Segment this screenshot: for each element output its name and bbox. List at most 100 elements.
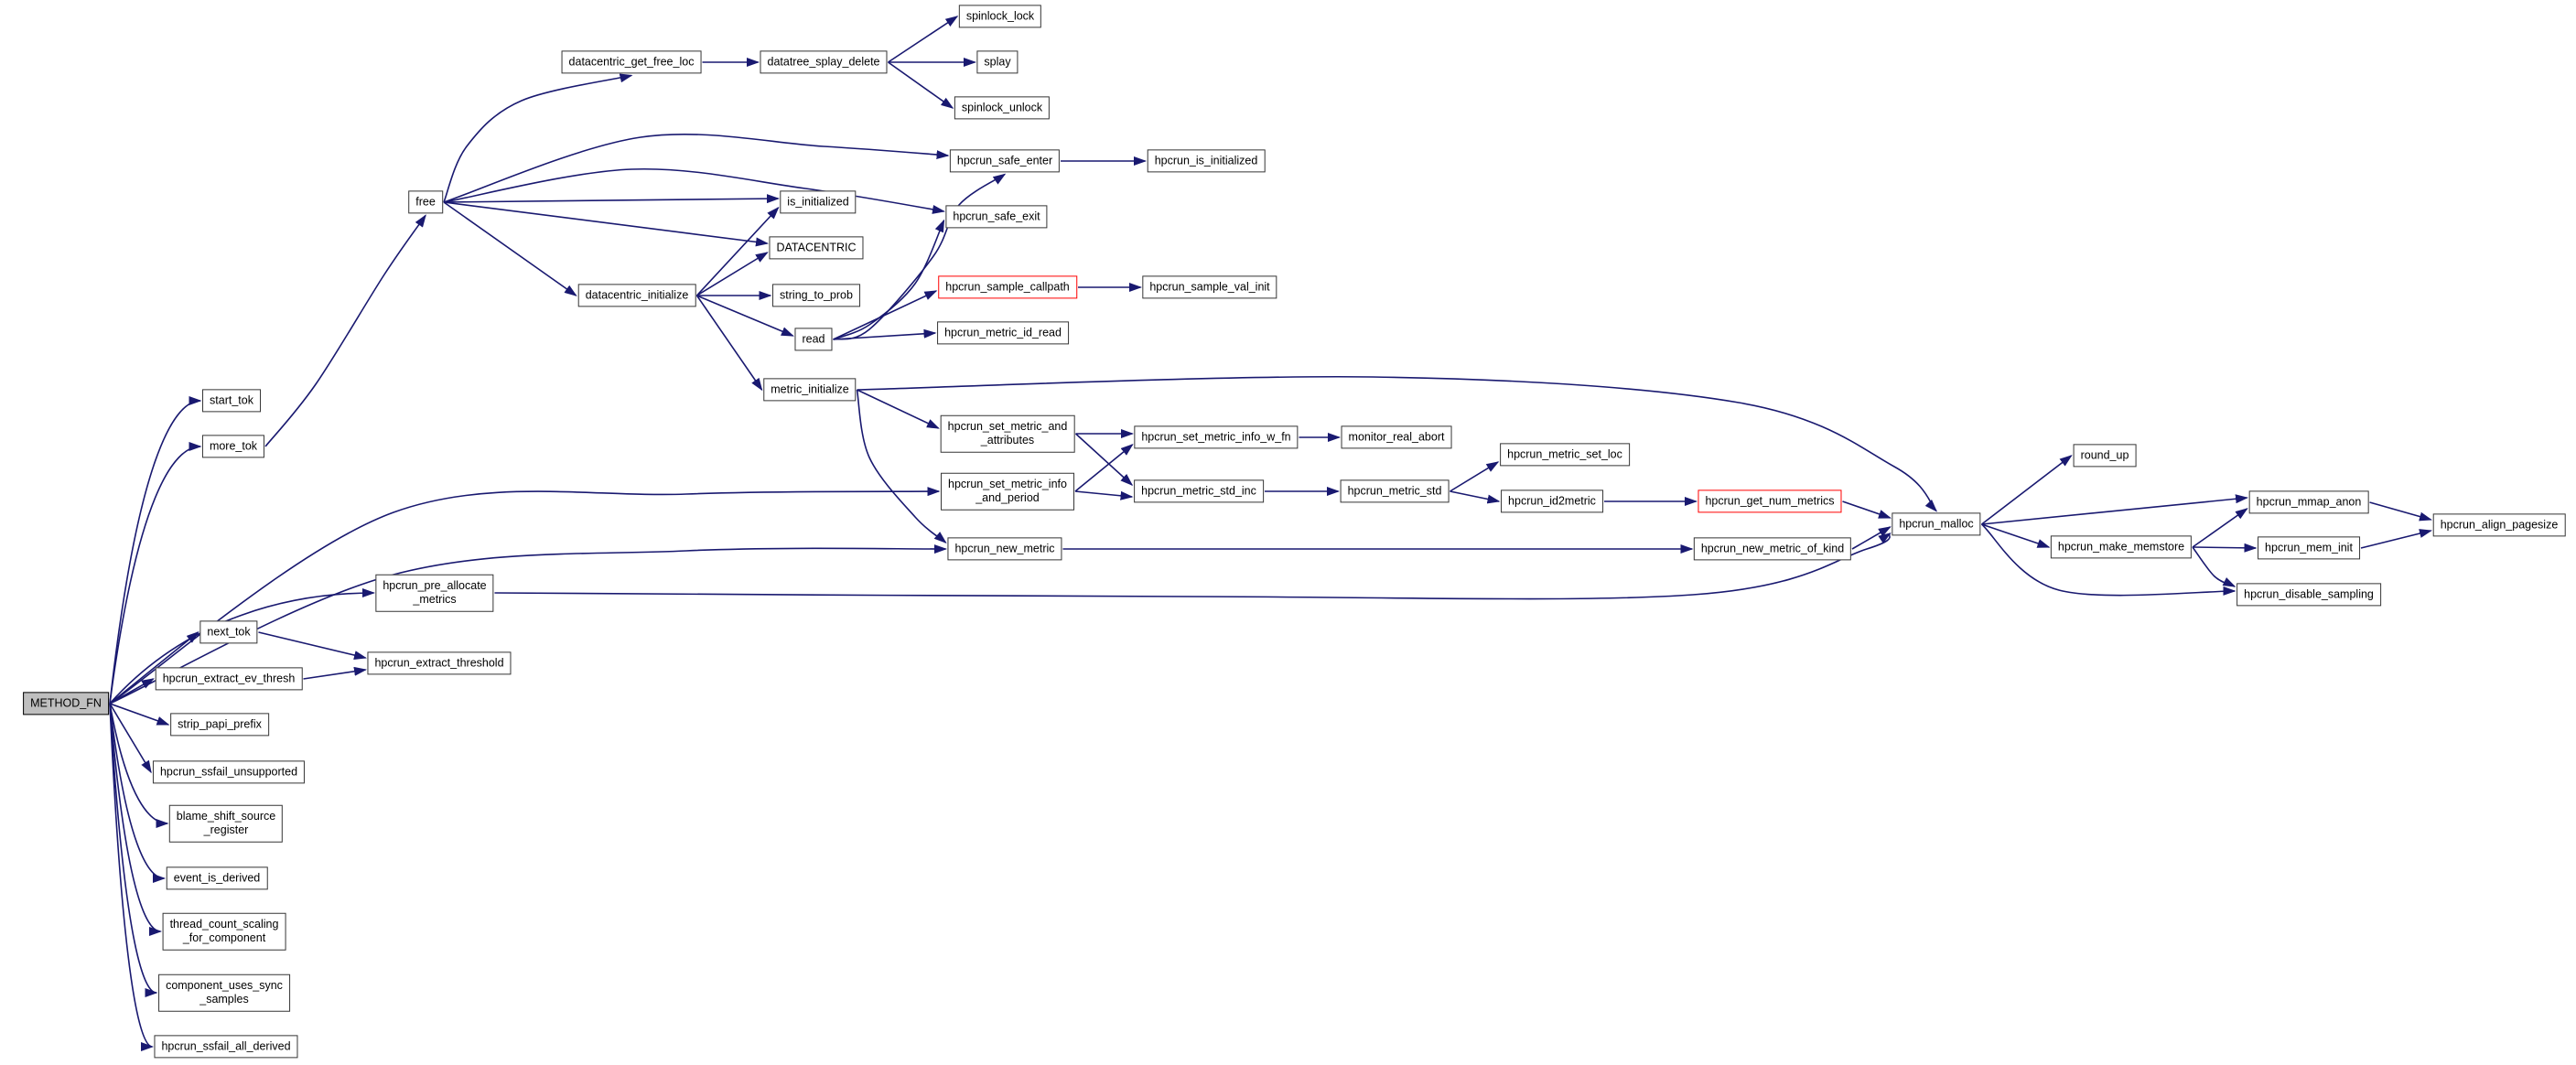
call-edge-datacentric_initialize-to-is_initialized	[695, 206, 780, 296]
function-node-next_tok[interactable]: next_tok	[199, 620, 258, 644]
call-edge-make_memstore-to-mmap_anon	[2192, 508, 2248, 548]
function-node-blame_shift_source_register[interactable]: blame_shift_source _register	[168, 804, 284, 843]
function-node-spinlock_lock[interactable]: spinlock_lock	[958, 5, 1042, 28]
function-node-hpcrun_is_initialized[interactable]: hpcrun_is_initialized	[1147, 149, 1266, 173]
call-edge-method_fn-to-set_metric_info_and_period	[109, 487, 941, 705]
function-node-id2metric[interactable]: hpcrun_id2metric	[1501, 489, 1603, 513]
function-node-thread_count_scaling[interactable]: thread_count_scaling _for_component	[162, 912, 286, 951]
function-node-pre_allocate_metrics[interactable]: hpcrun_pre_allocate _metrics	[375, 574, 494, 612]
call-edge-method_fn-to-next_tok	[109, 631, 199, 705]
function-node-set_metric_and_attributes[interactable]: hpcrun_set_metric_and _attributes	[940, 414, 1075, 453]
call-edge-metric_initialize-to-new_metric	[856, 389, 947, 543]
call-edge-datatree_splay_delete-to-spinlock_unlock	[888, 61, 954, 109]
call-edge-get_num_metrics-to-malloc	[1842, 500, 1892, 519]
call-edge-method_fn-to-thread_count_scaling	[109, 703, 162, 936]
call-edge-method_fn-to-start_tok	[109, 396, 202, 705]
call-edge-method_fn-to-strip_papi_prefix	[109, 703, 170, 726]
call-edge-malloc-to-make_memstore	[1981, 523, 2051, 548]
call-edge-method_fn-to-blame_shift_source_register	[109, 703, 169, 828]
function-node-is_initialized[interactable]: is_initialized	[780, 190, 857, 214]
call-edge-method_fn-to-pre_allocate_metrics	[109, 588, 375, 705]
function-node-read[interactable]: read	[794, 328, 833, 351]
call-edge-method_fn-to-more_tok	[109, 442, 202, 705]
function-node-mem_init[interactable]: hpcrun_mem_init	[2258, 536, 2360, 560]
function-node-ssfail_all_derived[interactable]: hpcrun_ssfail_all_derived	[154, 1035, 298, 1059]
call-edge-set_metric_and_attributes-to-metric_std_inc	[1074, 433, 1134, 487]
call-edge-new_metric_of_kind-to-malloc	[1851, 526, 1892, 550]
call-edge-next_tok-to-extract_threshold	[258, 631, 367, 660]
function-node-safe_exit[interactable]: hpcrun_safe_exit	[945, 205, 1048, 229]
function-node-disable_sampling[interactable]: hpcrun_disable_sampling	[2236, 583, 2381, 607]
call-edge-make_memstore-to-mem_init	[2192, 543, 2258, 553]
call-edge-extract_ev_thresh-to-extract_threshold	[303, 666, 367, 680]
call-edge-free-to-safe_exit	[443, 167, 945, 214]
call-edge-free-to-datacentric_get_free_loc	[443, 73, 633, 203]
function-node-more_tok[interactable]: more_tok	[201, 435, 265, 458]
call-edge-datatree_splay_delete-to-spinlock_lock	[888, 16, 959, 63]
call-edge-free-to-datacentric_macro	[443, 201, 769, 247]
function-node-start_tok[interactable]: start_tok	[202, 389, 261, 413]
function-node-sample_callpath[interactable]: hpcrun_sample_callpath	[938, 275, 1077, 299]
call-edge-metric_std-to-metric_set_loc	[1450, 461, 1500, 492]
call-edge-metric_std-to-id2metric	[1450, 490, 1501, 504]
call-edge-malloc-to-disable_sampling	[1980, 523, 2236, 597]
call-edge-malloc-to-round_up	[1981, 455, 2073, 525]
call-edge-mem_init-to-align_pagesize	[2360, 529, 2432, 549]
call-edge-datacentric_initialize-to-metric_initialize	[695, 295, 763, 392]
function-node-set_metric_info_w_fn[interactable]: hpcrun_set_metric_info_w_fn	[1134, 425, 1299, 449]
call-edge-free-to-safe_enter	[443, 134, 950, 203]
function-node-datacentric_initialize[interactable]: datacentric_initialize	[577, 284, 696, 307]
function-node-sample_val_init[interactable]: hpcrun_sample_val_init	[1142, 275, 1277, 299]
call-edge-more_tok-to-free	[264, 214, 426, 447]
call-edge-metric_initialize-to-set_metric_and_attributes	[857, 389, 940, 429]
function-node-malloc[interactable]: hpcrun_malloc	[1892, 512, 1981, 536]
function-node-datacentric_get_free_loc[interactable]: datacentric_get_free_loc	[561, 50, 702, 74]
function-node-splay[interactable]: splay	[976, 50, 1019, 74]
call-edge-method_fn-to-ssfail_all_derived	[109, 703, 154, 1051]
function-node-string_to_prob[interactable]: string_to_prob	[772, 284, 860, 307]
function-node-metric_initialize[interactable]: metric_initialize	[763, 378, 857, 402]
function-node-datatree_splay_delete[interactable]: datatree_splay_delete	[760, 50, 888, 74]
function-node-metric_std_inc[interactable]: hpcrun_metric_std_inc	[1134, 479, 1264, 503]
call-edge-pre_allocate_metrics-to-malloc	[494, 532, 1892, 600]
call-edge-free-to-datacentric_initialize	[443, 201, 577, 296]
function-node-make_memstore[interactable]: hpcrun_make_memstore	[2050, 535, 2193, 559]
call-edge-set_metric_info_and_period-to-set_metric_info_w_fn	[1074, 444, 1134, 492]
function-node-datacentric_macro[interactable]: DATACENTRIC	[769, 236, 864, 260]
call-edge-free-to-is_initialized	[443, 194, 780, 204]
function-node-metric_std[interactable]: hpcrun_metric_std	[1340, 479, 1450, 503]
call-edge-read-to-sample_callpath	[833, 290, 938, 340]
function-node-event_is_derived[interactable]: event_is_derived	[166, 866, 268, 890]
call-edge-make_memstore-to-disable_sampling	[2192, 546, 2236, 587]
call-edge-method_fn-to-event_is_derived	[109, 703, 166, 883]
function-node-strip_papi_prefix[interactable]: strip_papi_prefix	[170, 713, 269, 737]
function-node-spinlock_unlock[interactable]: spinlock_unlock	[954, 96, 1051, 120]
function-node-extract_ev_thresh[interactable]: hpcrun_extract_ev_thresh	[155, 667, 303, 691]
function-node-ssfail_unsupported[interactable]: hpcrun_ssfail_unsupported	[152, 760, 306, 784]
function-node-mmap_anon[interactable]: hpcrun_mmap_anon	[2248, 490, 2369, 514]
function-node-round_up[interactable]: round_up	[2073, 444, 2137, 468]
call-edge-metric_initialize-to-malloc	[857, 375, 1938, 512]
function-node-safe_enter[interactable]: hpcrun_safe_enter	[949, 149, 1061, 173]
call-edge-read-to-safe_exit	[833, 219, 945, 340]
call-edge-set_metric_info_and_period-to-metric_std_inc	[1074, 490, 1134, 500]
function-node-metric_id_read[interactable]: hpcrun_metric_id_read	[937, 321, 1069, 345]
function-node-new_metric_of_kind[interactable]: hpcrun_new_metric_of_kind	[1693, 537, 1852, 561]
function-node-extract_threshold[interactable]: hpcrun_extract_threshold	[367, 651, 512, 675]
call-edge-malloc-to-mmap_anon	[1981, 494, 2248, 525]
call-edge-read-to-metric_id_read	[833, 328, 937, 340]
call-edge-read-to-safe_enter	[833, 173, 1007, 340]
call-edge-method_fn-to-ssfail_unsupported	[109, 703, 152, 774]
call-edge-datacentric_initialize-to-datacentric_macro	[696, 252, 769, 296]
function-node-monitor_real_abort[interactable]: monitor_real_abort	[1341, 425, 1452, 449]
function-node-set_metric_info_and_period[interactable]: hpcrun_set_metric_info _and_period	[941, 472, 1074, 511]
function-node-get_num_metrics[interactable]: hpcrun_get_num_metrics	[1698, 489, 1842, 513]
function-node-free[interactable]: free	[408, 190, 443, 214]
call-edge-method_fn-to-new_metric	[109, 544, 947, 705]
call-edges	[109, 16, 2432, 1051]
function-node-metric_set_loc[interactable]: hpcrun_metric_set_loc	[1500, 443, 1630, 467]
function-node-component_uses_sync[interactable]: component_uses_sync _samples	[158, 974, 290, 1012]
function-node-align_pagesize[interactable]: hpcrun_align_pagesize	[2432, 513, 2566, 537]
function-node-new_metric[interactable]: hpcrun_new_metric	[947, 537, 1062, 561]
